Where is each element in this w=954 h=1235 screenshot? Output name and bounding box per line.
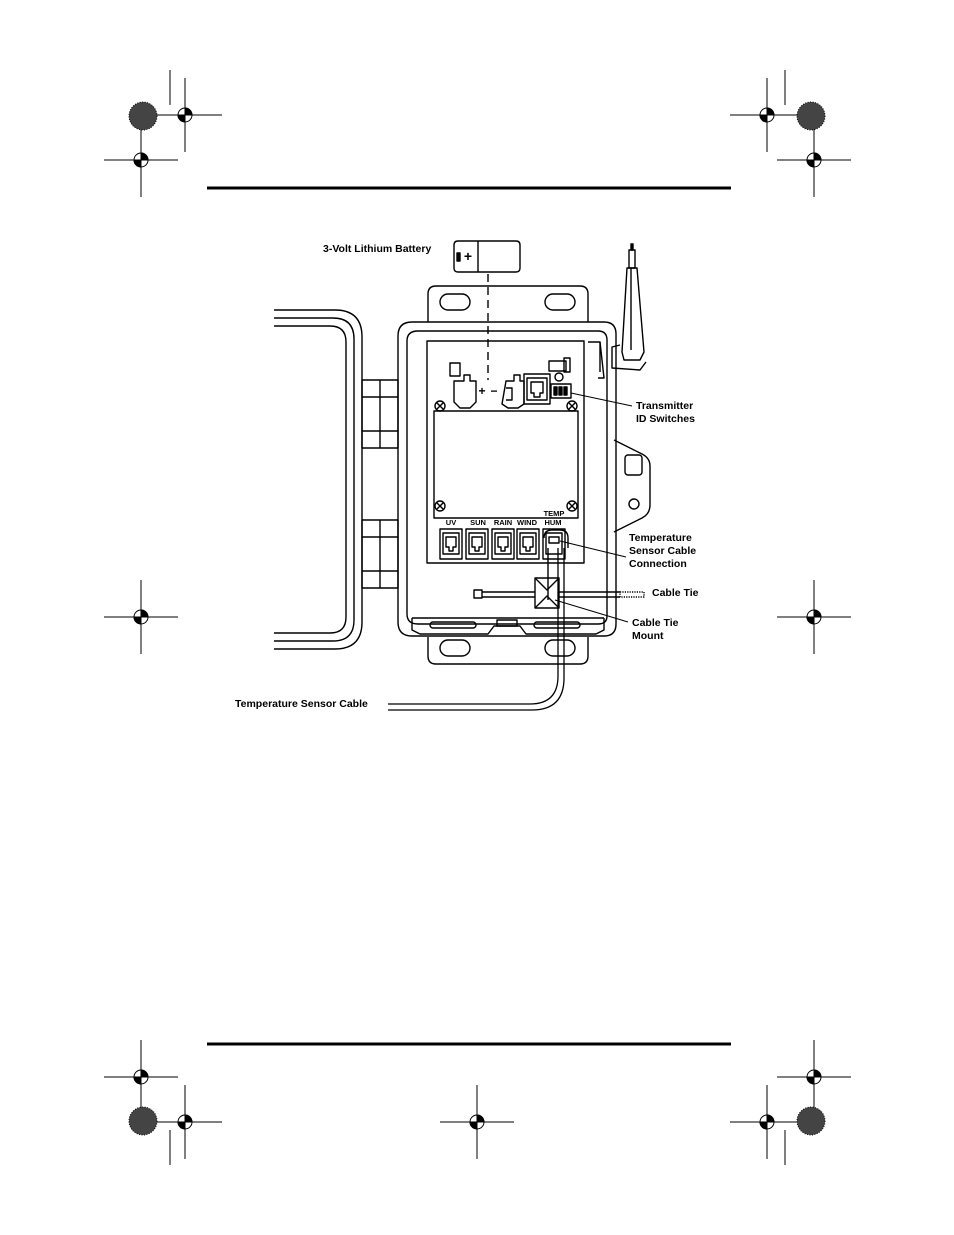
bottom-slot-left [439, 639, 471, 657]
registration-marks [104, 78, 851, 1159]
antenna [611, 243, 647, 371]
sensor-ports [439, 528, 566, 560]
transmitter-diagram [274, 240, 651, 711]
label-transmitter-id-switches: Transmitter ID Switches [636, 400, 695, 426]
label-battery: 3-Volt Lithium Battery [323, 243, 432, 255]
holder-minus-sign: − [490, 384, 497, 398]
label-temp-conn-line1: Temperature [629, 532, 692, 544]
bottom-mounting-tab [427, 637, 589, 665]
leader-lines [554, 392, 633, 623]
label-temp-conn-line2: Sensor Cable [629, 545, 697, 557]
battery-plus-sign: + [464, 248, 472, 264]
circuit-board [426, 340, 585, 564]
label-transmitter-line2: ID Switches [636, 413, 695, 425]
sensor-cable-inner [388, 548, 565, 711]
top-slot-right [544, 293, 576, 311]
top-mounting-tab [427, 285, 589, 322]
port-label-uv: UV [446, 518, 456, 527]
side-tab [613, 439, 651, 533]
label-cable-tie: Cable Tie [652, 587, 699, 599]
hinges [361, 379, 399, 589]
label-mount-line1: Cable Tie [632, 617, 679, 629]
label-temp-sensor-cable: Temperature Sensor Cable [235, 698, 368, 710]
top-slot-left [439, 293, 471, 311]
cable-tie [473, 589, 645, 599]
holder-plus-sign: + [478, 384, 485, 398]
port-label-rain: RAIN [494, 518, 512, 527]
board-screws [434, 400, 578, 512]
cable-tie-mount [534, 577, 560, 609]
id-switches [548, 357, 572, 399]
enclosure-inner [406, 330, 608, 625]
port-label-wind: WIND [517, 518, 538, 527]
crop-marks [169, 70, 786, 1165]
port-label-hum: HUM [544, 518, 561, 527]
label-transmitter-line1: Transmitter [636, 400, 694, 412]
label-temp-sensor-connection: Temperature Sensor Cable Connection [629, 532, 696, 571]
port-label-temp: TEMP [544, 509, 565, 518]
open-lid [274, 309, 363, 650]
label-cable-tie-mount: Cable Tie Mount [632, 617, 679, 643]
color-discs [128, 101, 826, 1136]
battery-3v [453, 240, 521, 273]
label-temp-conn-line3: Connection [629, 558, 687, 570]
board-panel [433, 410, 579, 519]
label-mount-line2: Mount [632, 630, 664, 642]
port-label-sun: SUN [470, 518, 486, 527]
battery-holder [449, 362, 525, 409]
top-jack [523, 373, 551, 405]
sensor-cable-outer [388, 548, 559, 705]
bottom-slot-right [544, 639, 576, 657]
enclosure-outer [397, 321, 617, 637]
